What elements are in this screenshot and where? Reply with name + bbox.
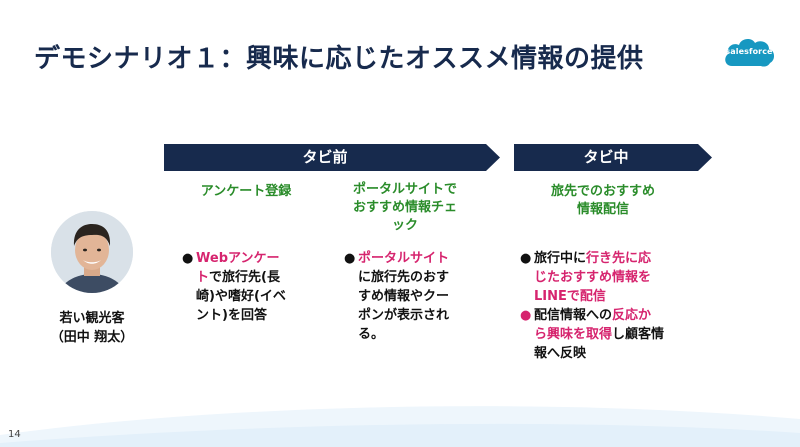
page-number: 14 <box>8 429 21 440</box>
bullet-text: 崎)や嗜好(イベ <box>196 289 286 304</box>
avatar <box>50 210 134 294</box>
bullet-survey: ●Webアンケー トで旅行先(長 崎)や嗜好(イベ ント)を回答 <box>182 249 312 325</box>
heading-line: おすすめ情報チェ <box>352 200 457 215</box>
highlight-text: ら興味を取得 <box>534 327 613 342</box>
bullet-dot: ● <box>182 251 194 266</box>
bullet-text: ポンが表示され <box>358 308 450 323</box>
heading-line: ポータルサイトで <box>352 182 457 197</box>
phase-arrow-during: タビ中 <box>514 144 712 171</box>
arrow-shape <box>164 144 500 171</box>
bullet-text: 報へ反映 <box>534 346 587 361</box>
bullet-dot: ● <box>344 251 356 266</box>
arrow-shape <box>514 144 712 171</box>
heading-line: アンケート登録 <box>200 184 292 199</box>
bullet-text: 旅行中に <box>534 251 587 266</box>
salesforce-logo: salesforce <box>722 34 776 72</box>
phase-arrow-before: タビ前 <box>164 144 500 171</box>
heading-line: 旅先でのおすすめ <box>550 184 655 199</box>
persona-name: （田中 翔太） <box>50 330 134 345</box>
logo-wordmark: salesforce <box>725 47 773 56</box>
bullet-dot: ● <box>520 308 532 323</box>
phase-label-during: タビ中 <box>583 148 629 166</box>
bullet-text: 配信情報への <box>534 308 613 323</box>
bullet-portal: ●ポータルサイト に旅行先のおす すめ情報やクー ポンが表示され る。 <box>344 249 474 344</box>
footer-wave <box>0 406 800 447</box>
bullet-text: に旅行先のおす <box>358 270 450 285</box>
persona-role: 若い観光客 <box>59 311 125 326</box>
heading-line: 情報配信 <box>576 202 629 217</box>
heading-line: ック <box>391 218 418 233</box>
column-heading-survey: アンケート登録 <box>178 183 314 201</box>
phase-label-before: タビ前 <box>302 148 348 166</box>
slide-title: デモシナリオ１：興味に応じたオススメ情報の提供 <box>34 44 644 74</box>
person-photo-icon <box>51 211 133 293</box>
bullet-text: る。 <box>358 327 385 342</box>
bullet-dot: ● <box>520 251 532 266</box>
bullet-text: すめ情報やクー <box>358 289 450 304</box>
highlight-text: ト <box>196 270 210 285</box>
highlight-text: 反応か <box>612 308 652 323</box>
highlight-text: LINEで配信 <box>534 289 606 304</box>
bullet-delivery: ●旅行中に行き先に応 じたおすすめ情報を LINEで配信 ●配信情報への反応か … <box>520 249 680 363</box>
column-heading-delivery: 旅先でのおすすめ 情報配信 <box>528 183 678 219</box>
highlight-text: ポータルサイト <box>358 251 450 266</box>
persona-label: 若い観光客 （田中 翔太） <box>40 309 144 347</box>
bullet-text: ント)を回答 <box>196 308 267 323</box>
bullet-text: し顧客情 <box>612 327 665 342</box>
bullet-text: で旅行先(長 <box>209 270 280 285</box>
highlight-text: Webアンケー <box>196 251 280 266</box>
highlight-text: じたおすすめ情報を <box>534 270 652 285</box>
highlight-text: 行き先に応 <box>586 251 652 266</box>
column-heading-portal: ポータルサイトで おすすめ情報チェ ック <box>330 181 480 235</box>
cloud-icon <box>725 39 775 67</box>
